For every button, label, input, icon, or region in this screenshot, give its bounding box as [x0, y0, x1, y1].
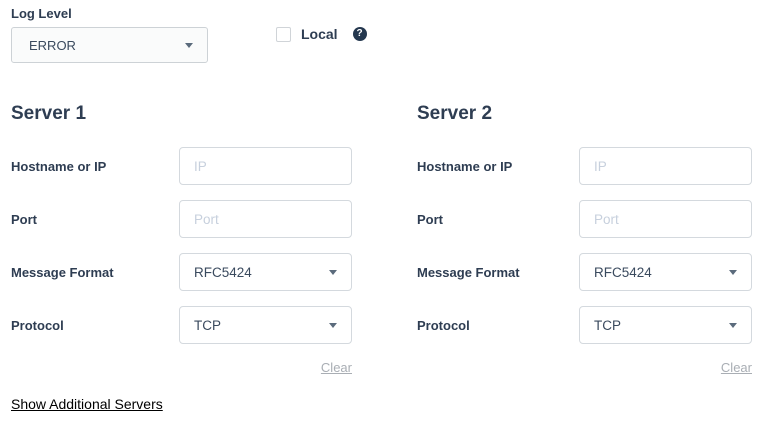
hostname-label: Hostname or IP [417, 158, 513, 174]
server-2-message-format-select[interactable]: RFC5424 [579, 253, 752, 291]
server-2-message-format-row: Message Format RFC5424 [417, 253, 752, 291]
chevron-down-icon [729, 322, 737, 328]
chevron-down-icon [185, 42, 193, 48]
message-format-selected-value: RFC5424 [594, 264, 652, 280]
server-1-protocol-select[interactable]: TCP [179, 306, 352, 344]
server-2-hostname-row: Hostname or IP [417, 147, 752, 185]
chevron-down-icon [729, 269, 737, 275]
server-2-protocol-row: Protocol TCP [417, 306, 752, 344]
server-1-section: Server 1 Hostname or IP Port Message For… [11, 103, 352, 377]
server-1-hostname-input[interactable] [179, 147, 352, 185]
server-1-port-input[interactable] [179, 200, 352, 238]
protocol-selected-value: TCP [594, 317, 621, 333]
server-2-port-row: Port [417, 200, 752, 238]
server-2-port-input[interactable] [579, 200, 752, 238]
log-level-select[interactable]: ERROR [11, 27, 208, 63]
server-2-clear-link[interactable]: Clear [720, 360, 752, 375]
server-1-title: Server 1 [11, 103, 87, 124]
local-checkbox-group: Local ? [276, 25, 367, 43]
chevron-down-icon [329, 269, 337, 275]
message-format-selected-value: RFC5424 [194, 264, 252, 280]
server-1-clear-row: Clear [11, 359, 352, 377]
question-circle-icon[interactable]: ? [352, 27, 367, 41]
server-2-clear-row: Clear [417, 359, 752, 377]
log-level-label: Log Level [11, 6, 72, 21]
local-label: Local [301, 26, 338, 42]
server-2-protocol-select[interactable]: TCP [579, 306, 752, 344]
server-1-protocol-row: Protocol TCP [11, 306, 352, 344]
server-1-port-row: Port [11, 200, 352, 238]
local-checkbox[interactable] [276, 26, 291, 42]
server-2-section: Server 2 Hostname or IP Port Message For… [417, 103, 752, 377]
server-1-clear-link[interactable]: Clear [320, 360, 352, 375]
protocol-label: Protocol [417, 317, 470, 333]
message-format-label: Message Format [11, 264, 114, 280]
protocol-selected-value: TCP [194, 317, 221, 333]
port-label: Port [11, 211, 37, 227]
protocol-label: Protocol [11, 317, 64, 333]
chevron-down-icon [329, 322, 337, 328]
message-format-label: Message Format [417, 264, 520, 280]
server-1-hostname-row: Hostname or IP [11, 147, 352, 185]
show-additional-servers-link[interactable]: Show Additional Servers [11, 396, 163, 412]
server-1-message-format-select[interactable]: RFC5424 [179, 253, 352, 291]
port-label: Port [417, 211, 443, 227]
hostname-label: Hostname or IP [11, 158, 107, 174]
server-2-hostname-input[interactable] [579, 147, 752, 185]
server-2-title: Server 2 [417, 103, 493, 124]
server-1-message-format-row: Message Format RFC5424 [11, 253, 352, 291]
log-level-selected-value: ERROR [29, 37, 76, 53]
